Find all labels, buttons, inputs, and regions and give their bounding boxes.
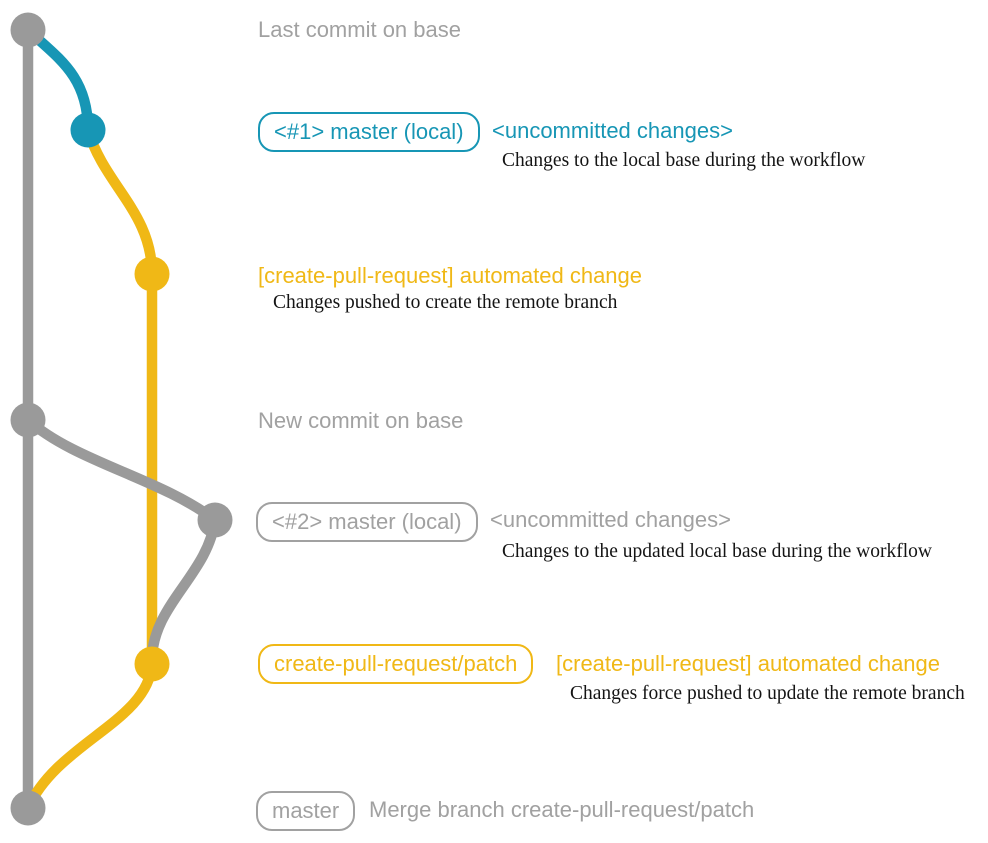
badge-create-pull-request-patch: create-pull-request/patch	[258, 644, 534, 684]
caption-automated-change-1: Changes pushed to create the remote bran…	[273, 292, 618, 313]
commit-node-new-base	[10, 402, 46, 438]
caption-uncommitted-changes-2: Changes to the updated local base during…	[502, 541, 932, 562]
badge-master-local-2: <#2> master (local)	[256, 502, 478, 542]
merge-curve	[22, 658, 158, 814]
label-merge-branch: Merge branch create-pull-request/patch	[369, 797, 755, 822]
label-last-commit-on-base: Last commit on base	[258, 17, 461, 42]
label-uncommitted-changes-2: <uncommitted changes>	[490, 507, 731, 532]
label-automated-change-2: [create-pull-request] automated change	[556, 651, 941, 676]
badge-master-local-1: <#1> master (local)	[258, 112, 480, 152]
badge-master: master	[256, 791, 356, 831]
commit-node-local-2	[197, 502, 233, 538]
caption-uncommitted-changes-1: Changes to the local base during the wor…	[502, 150, 866, 171]
commit-node-last-base	[10, 12, 46, 48]
commit-node-patch-1	[134, 256, 170, 292]
commit-node-local-1	[70, 112, 106, 148]
label-automated-change-1: [create-pull-request] automated change	[258, 263, 643, 288]
local-master-branch-2-to-patch-line	[146, 514, 221, 666]
create-pull-request-patch-branch-line	[82, 124, 158, 670]
label-new-commit-on-base: New commit on base	[258, 408, 464, 433]
caption-automated-change-2: Changes force pushed to update the remot…	[570, 683, 965, 704]
local-master-branch-2-line	[22, 414, 221, 526]
commit-node-merge	[10, 790, 46, 826]
commit-node-patch-2	[134, 646, 170, 682]
label-uncommitted-changes-1: <uncommitted changes>	[492, 118, 733, 143]
